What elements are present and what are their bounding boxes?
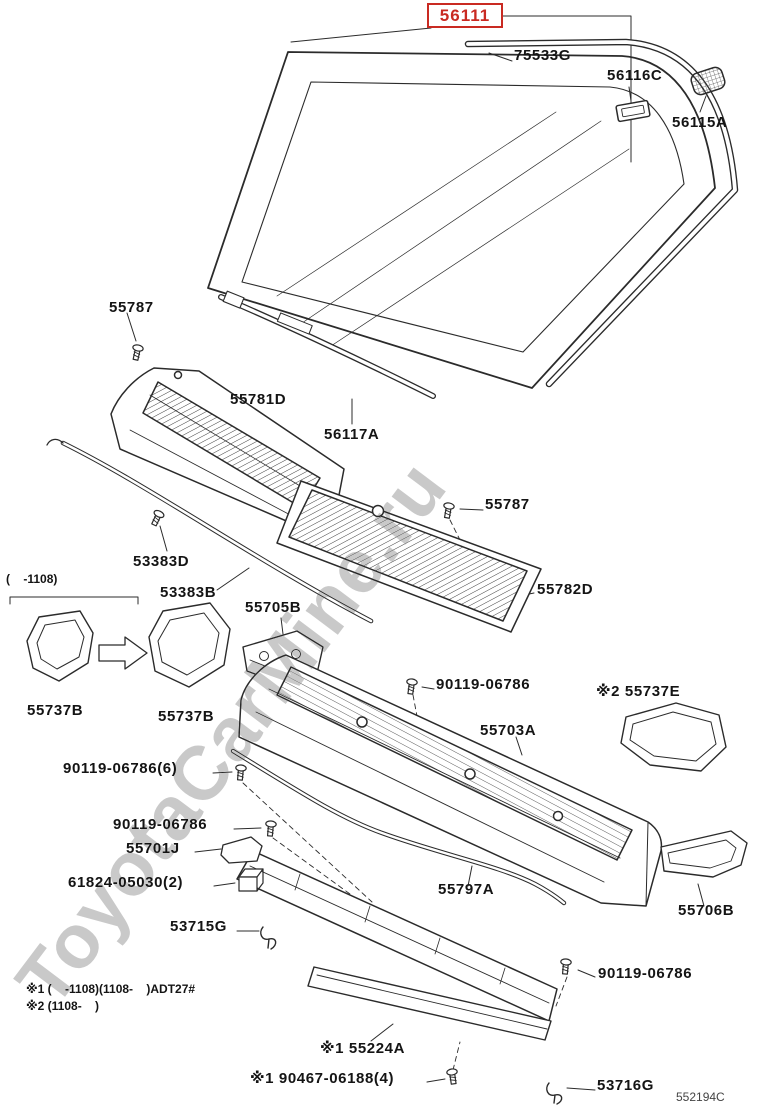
part-label-53383B: 53383B <box>160 584 217 601</box>
spacer-56115A <box>690 66 726 96</box>
part-label-61824: 61824-05030(2) <box>68 874 184 891</box>
cushion-61824 <box>238 868 264 892</box>
screw-53383D <box>148 508 166 528</box>
part-label-55706B: 55706B <box>678 902 735 919</box>
footnote-2: ※2 (1108- ) <box>26 999 100 1013</box>
bolt-90119-c <box>559 957 573 976</box>
part-label-55781D: 55781D <box>230 391 287 408</box>
screw-55787-b <box>441 501 456 520</box>
cushion-56116C <box>615 99 651 123</box>
part-label-53715G: 53715G <box>170 918 227 935</box>
part-label-53383D: 53383D <box>133 553 190 570</box>
windshield-molding <box>464 38 739 388</box>
part-label-55782D: 55782D <box>537 581 594 598</box>
hose-55797A <box>230 748 567 906</box>
cowl-panel-55782D <box>276 480 542 633</box>
part-label-55703A: 55703A <box>480 722 537 739</box>
part-label-53716G: 53716G <box>597 1077 654 1094</box>
part-label-56116C: 56116C <box>607 67 663 84</box>
lower-brace-panel <box>236 850 558 1022</box>
range-note: ( -1108) <box>6 572 58 586</box>
bracket-55701J <box>220 836 263 864</box>
bolt-90467 <box>445 1067 460 1086</box>
doc-code: 552194C <box>676 1090 725 1104</box>
bracket-55737B-old <box>26 610 94 682</box>
replacement-arrow <box>98 636 148 670</box>
bracket-55737E <box>620 702 727 772</box>
clip-53716G <box>546 1082 563 1105</box>
part-label-90119-c: 90119-06786 <box>598 965 693 982</box>
part-label-55787-a: 55787 <box>109 299 154 316</box>
part-label-90119-b: 90119-06786 <box>113 816 208 833</box>
bracket-55706B <box>660 830 748 878</box>
bolt-90119-six <box>234 763 248 782</box>
bolt-90119-b <box>264 819 278 838</box>
seal-55224A <box>307 966 552 1041</box>
windshield-glass <box>207 51 716 389</box>
part-label-90119-a: 90119-06786 <box>436 676 531 693</box>
screw-55787-a <box>129 343 145 362</box>
part-label-55797A: 55797A <box>438 881 495 898</box>
part-label-55787-b: 55787 <box>485 496 530 513</box>
footnote-1: ※1 ( -1108)(1108- )ADT27# <box>26 982 196 996</box>
bracket-55737B-new <box>148 602 231 688</box>
clip-53715G <box>260 926 277 950</box>
part-label-56117A: 56117A <box>324 426 380 443</box>
part-label-55224A: ※1 55224A <box>320 1040 406 1057</box>
part-label-75533G: 75533G <box>514 47 571 64</box>
applicability-bracket <box>9 596 139 605</box>
bolt-90119-a <box>404 677 419 696</box>
part-label-56115A: 56115A <box>672 114 728 131</box>
part-label-55701J: 55701J <box>126 840 180 857</box>
part-label-90467: ※1 90467-06188(4) <box>250 1070 395 1087</box>
weatherstrip-53383 <box>46 438 374 624</box>
part-label-55737B-old: 55737B <box>27 702 84 719</box>
main-part-number-box: 56111 <box>427 3 503 28</box>
main-part-number: 56111 <box>439 5 491 25</box>
part-label-55737B-new: 55737B <box>158 708 215 725</box>
cowl-panel-lower-55703A <box>238 654 663 907</box>
dam-seal-56117A <box>218 290 436 399</box>
part-label-55737E: ※2 55737E <box>596 683 681 700</box>
part-label-90119-six: 90119-06786(6) <box>63 760 178 777</box>
part-label-55705B: 55705B <box>245 599 302 616</box>
